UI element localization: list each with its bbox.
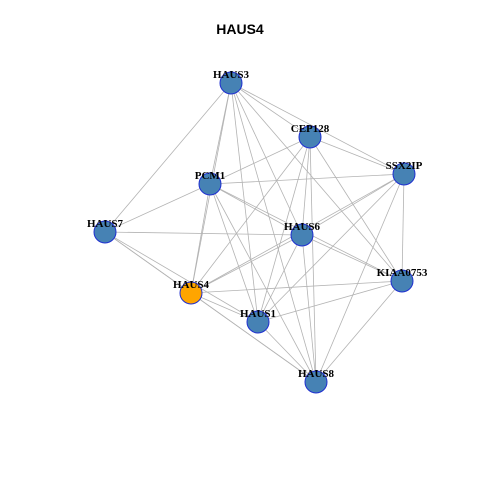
node-haus1[interactable] [246,310,270,334]
edge-haus6-haus8 [301,234,317,383]
node-label-kiaa0753: KIAA0753 [377,267,428,279]
node-label-haus7: HAUS7 [87,218,124,230]
node-haus6[interactable] [290,223,314,247]
edge-kiaa0753-haus8 [315,280,403,383]
edge-ssx2ip-pcm1 [209,173,405,185]
node-label-haus1: HAUS1 [240,308,276,320]
edge-haus4-haus8 [190,292,317,383]
edge-cep128-haus6 [301,136,311,236]
edge-pcm1-haus8 [209,183,317,383]
edge-haus3-cep128 [230,82,311,138]
edge-haus6-kiaa0753 [301,234,403,282]
edge-haus3-haus6 [230,82,303,236]
node-label-ssx2ip: SSX2IP [386,160,423,172]
edge-haus1-haus8 [257,321,317,383]
edge-haus3-haus1 [230,82,259,323]
edge-haus3-haus8 [230,82,317,383]
edge-pcm1-haus7 [104,183,211,233]
edge-cep128-haus4 [190,136,311,294]
edge-cep128-pcm1 [209,136,311,185]
node-haus8[interactable] [304,370,328,394]
node-layer [93,71,416,394]
edge-haus7-haus1 [104,231,259,323]
node-pcm1[interactable] [198,172,222,196]
edge-pcm1-haus4 [190,183,211,294]
node-cep128[interactable] [298,125,322,149]
edge-pcm1-haus1 [209,183,259,323]
edge-haus4-haus1 [190,292,259,323]
edge-cep128-haus1 [257,136,311,323]
edge-layer [104,82,405,383]
node-label-haus4: HAUS4 [173,279,210,291]
edge-haus3-haus7 [104,82,232,233]
edge-ssx2ip-haus6 [301,173,405,236]
edge-haus6-haus4 [190,234,303,294]
edge-ssx2ip-haus8 [315,173,405,383]
node-label-haus8: HAUS8 [298,368,335,380]
node-label-cep128: CEP128 [291,123,330,135]
edge-pcm1-haus6 [209,183,303,236]
node-kiaa0753[interactable] [390,269,414,293]
node-label-haus6: HAUS6 [284,221,321,233]
edge-cep128-kiaa0753 [309,136,403,282]
node-label-pcm1: PCM1 [195,170,226,182]
node-haus4[interactable] [179,281,203,305]
edge-ssx2ip-kiaa0753 [401,173,405,282]
edge-haus3-kiaa0753 [230,82,403,282]
edge-haus7-haus6 [104,231,303,236]
edge-cep128-haus8 [309,136,317,383]
edge-haus6-haus1 [257,234,303,323]
edge-kiaa0753-haus1 [257,280,403,323]
edge-cep128-ssx2ip [309,136,405,175]
graph-title: HAUS4 [216,21,264,37]
node-label-haus3: HAUS3 [213,69,250,81]
node-ssx2ip[interactable] [392,162,416,186]
edge-kiaa0753-haus4 [190,280,403,294]
node-haus7[interactable] [93,220,117,244]
node-haus3[interactable] [219,71,243,95]
